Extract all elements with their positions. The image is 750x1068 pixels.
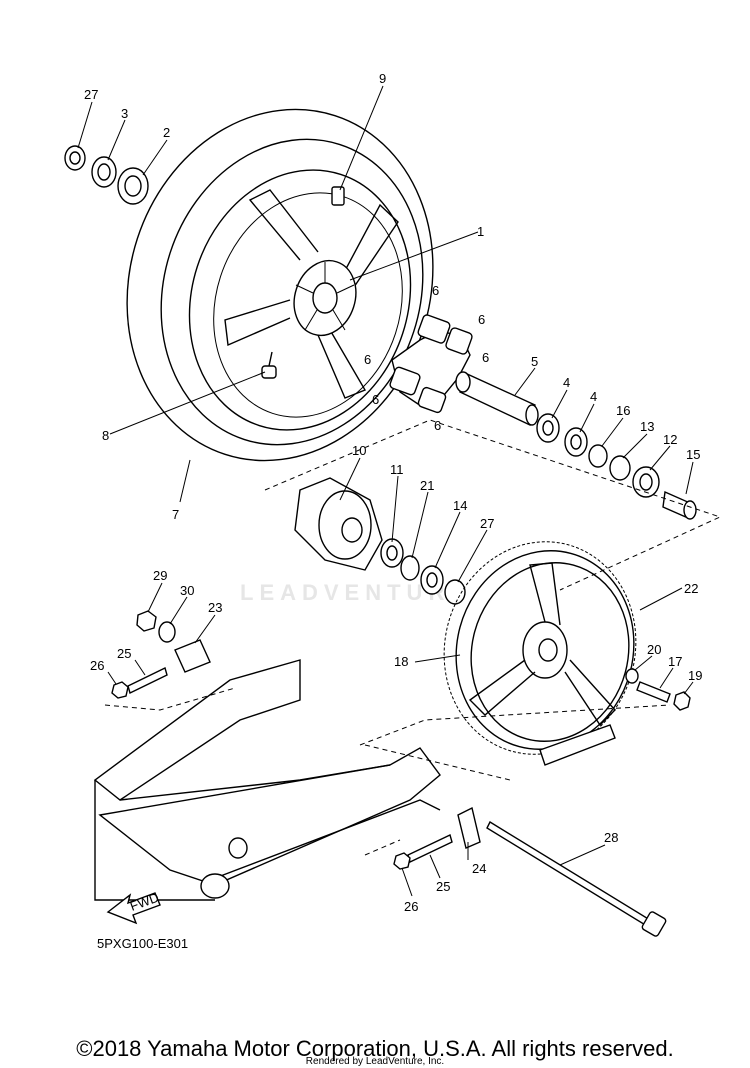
callout-6: 6: [364, 352, 371, 367]
callout-23: 23: [208, 600, 222, 615]
callout-21: 21: [420, 478, 434, 493]
collar-27: [64, 145, 86, 171]
copyright-notice: ©2018 Yamaha Motor Corporation, U.S.A. A…: [76, 1036, 674, 1061]
tire-valve: [261, 351, 277, 379]
callout-12: 12: [663, 432, 677, 447]
collar-15: [662, 490, 697, 520]
collar-16: [588, 444, 608, 468]
rear-tire: [126, 108, 434, 462]
callout-labels: 27 3 2 9 1 6 6 6 6 6 6 5 4 4 16 13 12 15…: [84, 71, 702, 914]
callout-4: 4: [590, 389, 597, 404]
callout-29: 29: [153, 568, 167, 583]
bolt-17: [636, 681, 671, 703]
callout-25: 25: [436, 879, 450, 894]
callout-26: 26: [90, 658, 104, 673]
callout-24: 24: [472, 861, 486, 876]
callout-9: 9: [379, 71, 386, 86]
driven-flange-10: [294, 477, 383, 571]
callout-28: 28: [604, 830, 618, 845]
callout-3: 3: [121, 106, 128, 121]
bearing-2: [117, 167, 149, 205]
bearing-4b: [564, 427, 588, 457]
callout-26: 26: [404, 899, 418, 914]
clutch-damper-6: [389, 314, 473, 414]
callout-5: 5: [531, 354, 538, 369]
callout-6: 6: [372, 392, 379, 407]
washer-20: [625, 668, 639, 684]
callout-4: 4: [563, 375, 570, 390]
nut-19: [673, 691, 691, 711]
circlip-21: [400, 555, 420, 581]
callout-10: 10: [352, 443, 366, 458]
callout-25: 25: [117, 646, 131, 661]
nut-26a: [111, 681, 129, 699]
driven-pulley-18: [443, 541, 637, 755]
callout-16: 16: [616, 403, 630, 418]
exploded-view-drawing: FWD: [64, 71, 722, 937]
washer-30: [158, 621, 176, 643]
nut-29: [136, 610, 157, 632]
rear-wheel-rim: [188, 169, 412, 431]
circlip-13: [609, 455, 631, 481]
bearing-12: [632, 466, 660, 498]
callout-6: 6: [478, 312, 485, 327]
callout-27: 27: [84, 87, 98, 102]
callout-1: 1: [477, 224, 484, 239]
wheel-axle-28: [486, 821, 667, 937]
bolt-25b: [407, 834, 453, 863]
callout-19: 19: [688, 668, 702, 683]
chain-puller-23: [174, 639, 211, 673]
chain-puller-24: [457, 806, 481, 849]
callout-13: 13: [640, 419, 654, 434]
balance-weight: [331, 186, 345, 206]
callout-8: 8: [102, 428, 109, 443]
callout-6: 6: [432, 283, 439, 298]
callout-2: 2: [163, 125, 170, 140]
callout-18: 18: [394, 654, 408, 669]
leader-lines: [77, 85, 694, 897]
oil-seal-3: [91, 156, 117, 188]
swingarm: [93, 659, 441, 901]
callout-30: 30: [180, 583, 194, 598]
callout-22: 22: [684, 581, 698, 596]
rendered-by-notice: Rendered by LeadVenture, Inc.: [305, 1056, 445, 1067]
callout-14: 14: [453, 498, 467, 513]
fwd-arrow-icon: FWD: [106, 890, 161, 925]
nut-26b: [393, 852, 411, 870]
callout-7: 7: [172, 507, 179, 522]
callout-20: 20: [647, 642, 661, 657]
callout-17: 17: [668, 654, 682, 669]
oil-seal-14: [420, 565, 444, 595]
bearing-11: [380, 538, 404, 568]
callout-6: 6: [482, 350, 489, 365]
bolt-25a: [127, 667, 168, 694]
callout-6: 6: [434, 418, 441, 433]
callout-15: 15: [686, 447, 700, 462]
callout-11: 11: [390, 462, 404, 477]
figure-code: 5PXG100-E301: [97, 936, 189, 951]
drive-belt-22: [539, 724, 616, 766]
bearing-4a: [536, 413, 560, 443]
collar-5: [455, 371, 539, 426]
callout-27: 27: [480, 516, 494, 531]
